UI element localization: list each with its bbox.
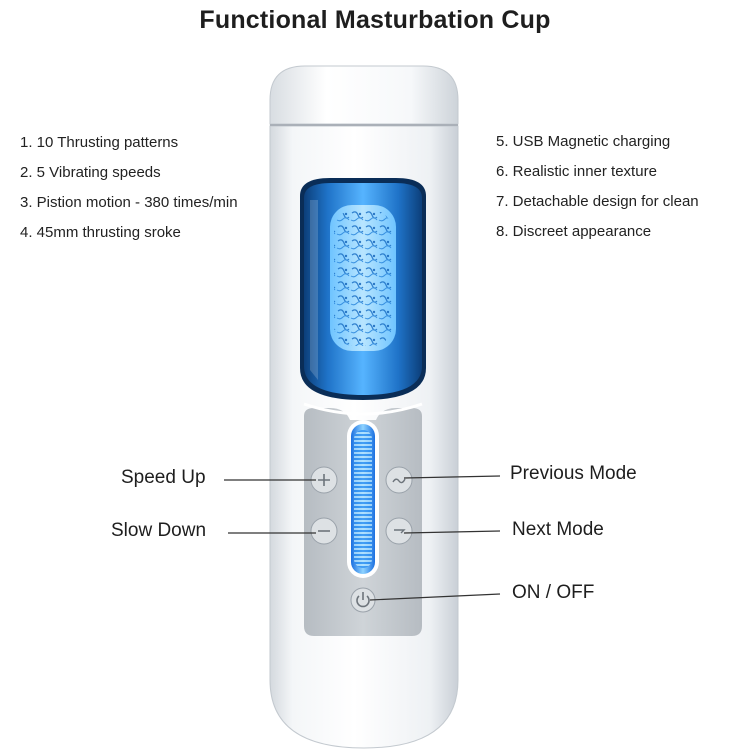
previous-mode-icon (392, 478, 406, 484)
speed-up-button[interactable] (310, 466, 338, 494)
feature-item: 6. Realistic inner texture (496, 163, 657, 180)
feature-item: 7. Detachable design for clean (496, 193, 699, 210)
leader-line-on-off (369, 593, 501, 601)
callout-previous-mode: Previous Mode (510, 463, 637, 484)
callout-slow-down: Slow Down (111, 520, 207, 541)
leader-line-next-mode (403, 530, 501, 534)
power-icon (356, 595, 370, 608)
slow-down-button-graphic (310, 517, 338, 545)
feature-item: 2. 5 Vibrating speeds (20, 164, 161, 181)
leader-line-previous-mode (403, 475, 501, 479)
power-button[interactable] (349, 586, 377, 614)
device-cap (269, 65, 459, 125)
feature-item: 1. 10 Thrusting patterns (20, 134, 179, 151)
callout-on-off: ON / OFF (512, 582, 595, 603)
plus-icon (318, 474, 330, 486)
next-mode-button-graphic (385, 517, 413, 545)
previous-mode-button[interactable] (385, 466, 413, 494)
next-mode-icon (394, 529, 406, 534)
feature-list-left: 1. 10 Thrusting patterns 2. 5 Vibrating … (20, 128, 238, 248)
page-title: Functional Masturbation Cup (199, 6, 551, 34)
feature-list-right: 5. USB Magnetic charging 6. Realistic in… (496, 127, 699, 247)
feature-item: 3. Pistion motion - 380 times/min (20, 194, 238, 211)
speed-up-button-graphic (310, 466, 338, 494)
slow-down-button[interactable] (310, 517, 338, 545)
feature-item: 4. 45mm thrusting sroke (20, 224, 181, 241)
callout-next-mode: Next Mode (512, 519, 604, 540)
previous-mode-button-graphic (385, 466, 413, 494)
feature-item: 8. Discreet appearance (496, 223, 652, 240)
feature-item: 5. USB Magnetic charging (496, 133, 671, 150)
callout-speed-up: Speed Up (121, 467, 206, 488)
next-mode-button[interactable] (385, 517, 413, 545)
